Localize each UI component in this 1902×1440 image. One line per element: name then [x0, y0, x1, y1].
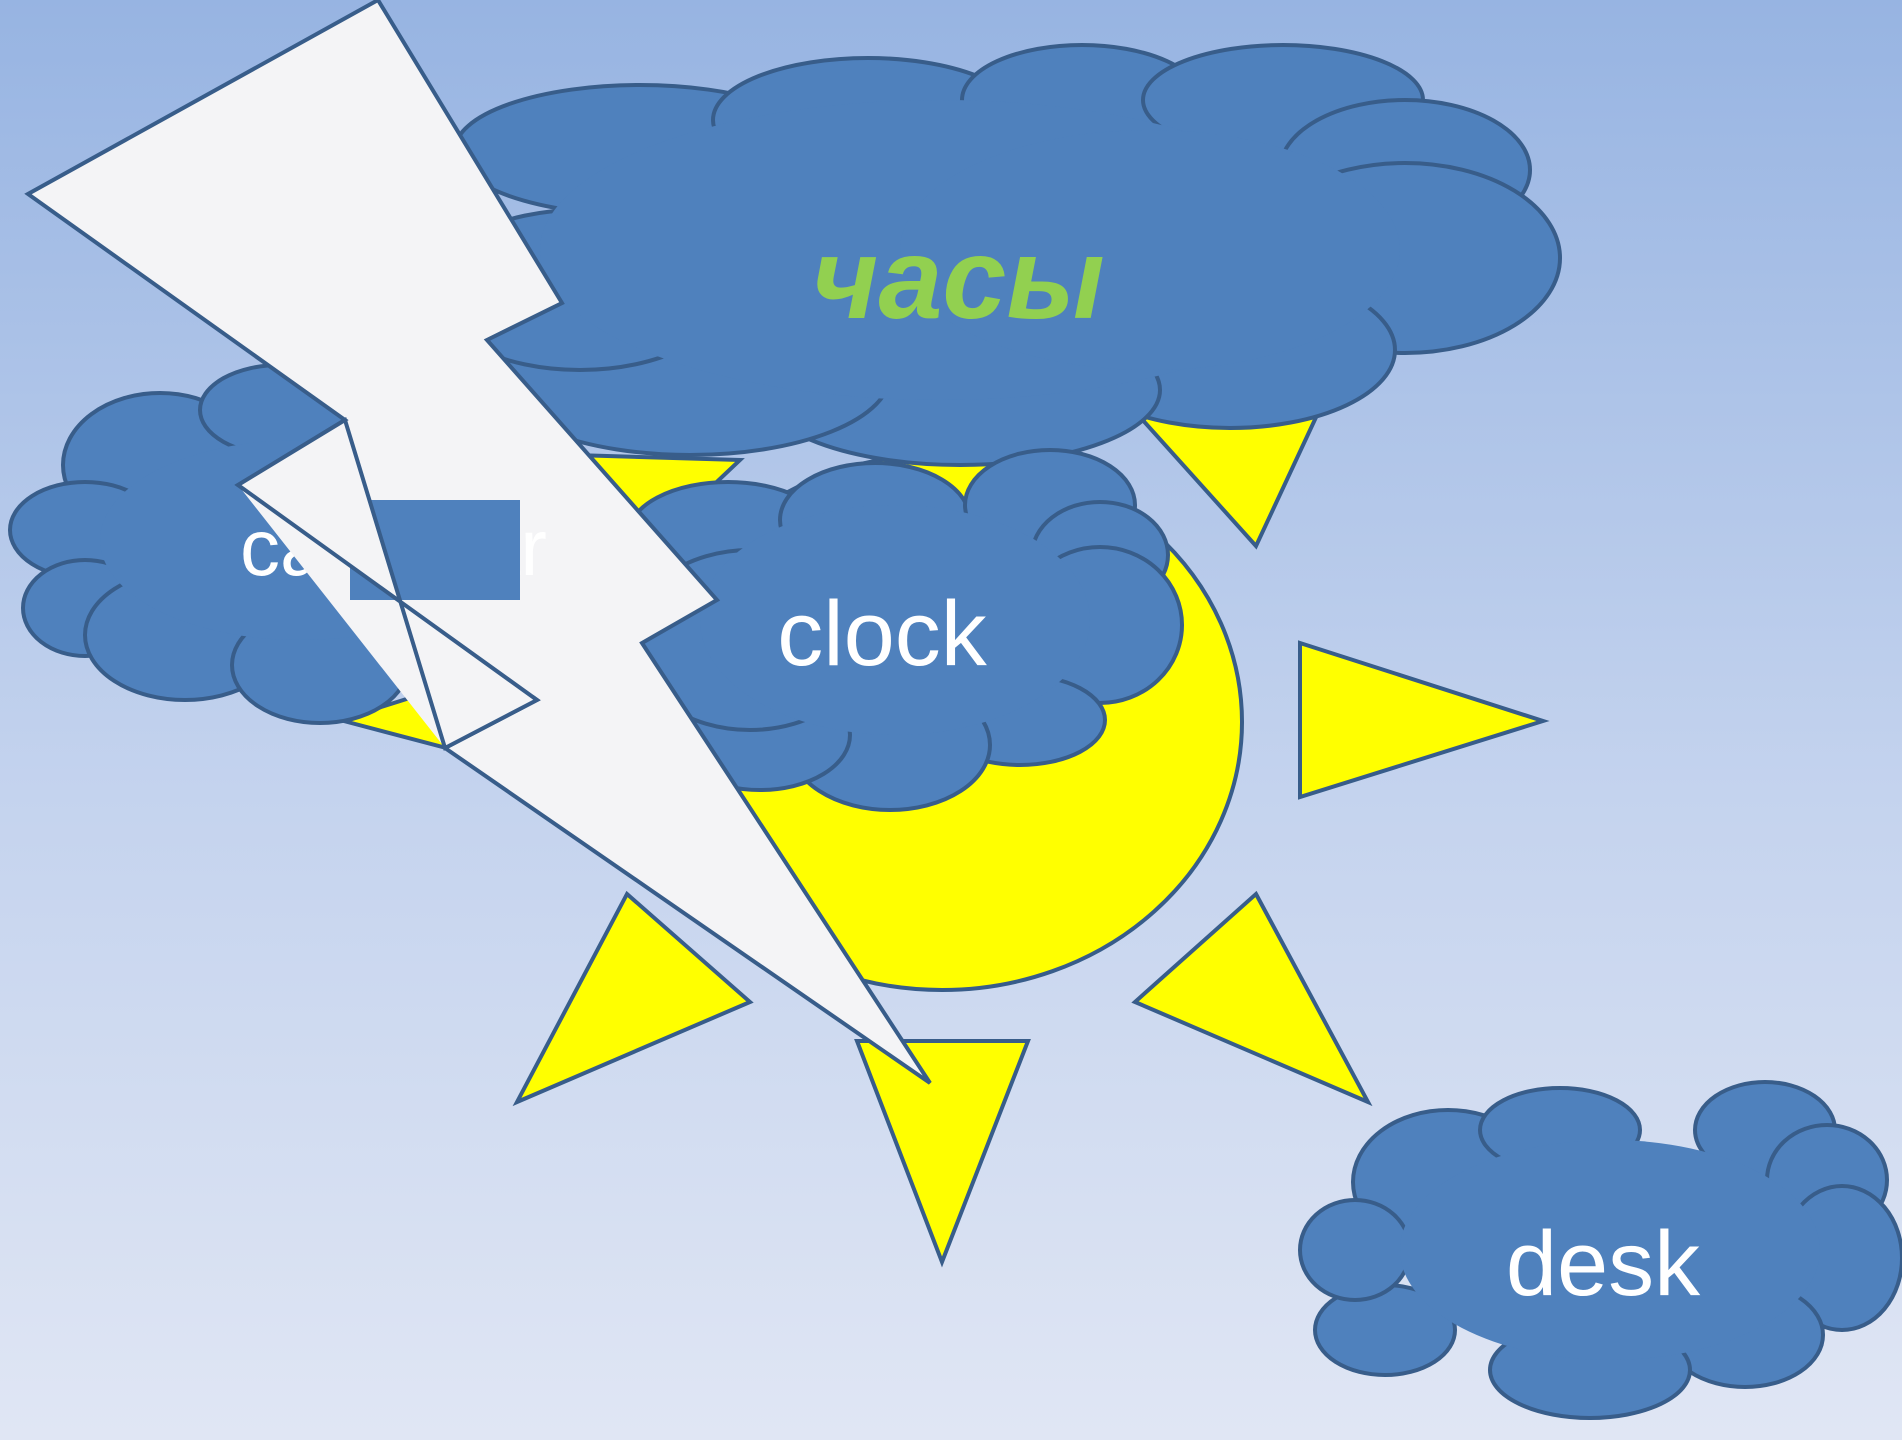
sun-ray-bottom	[854, 1039, 1031, 1268]
russian-word: часы	[811, 215, 1104, 343]
lightning-bolt-edge	[234, 416, 541, 751]
sun-ray-bottom-right	[1131, 890, 1373, 1107]
sun-ray-right	[1298, 640, 1550, 800]
sun-ray-bottom-left	[512, 890, 754, 1107]
cloud-icon	[428, 43, 1562, 467]
cloud-icon	[1298, 1080, 1902, 1420]
cloud-icon	[626, 448, 1184, 812]
word-right: desk	[1506, 1213, 1701, 1315]
word-center: clock	[777, 583, 988, 685]
